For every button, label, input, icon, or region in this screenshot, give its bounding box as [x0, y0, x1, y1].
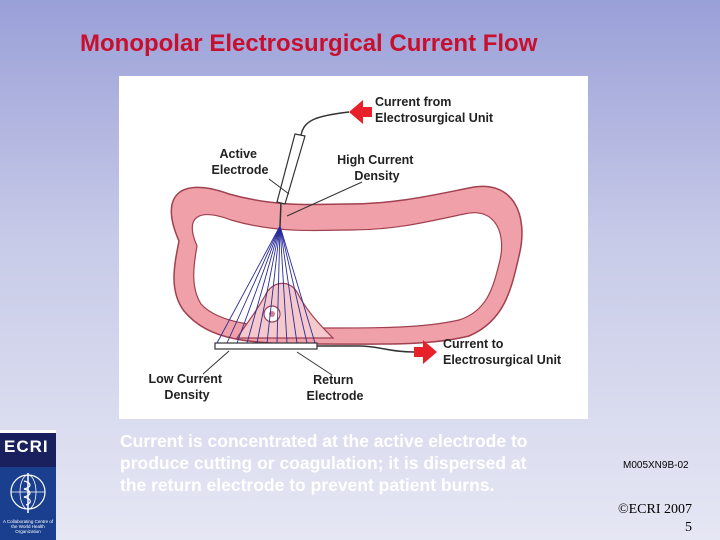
return-cable: [317, 345, 415, 353]
body-inner-cavity: [191, 212, 503, 329]
slide-title: Monopolar Electrosurgical Current Flow: [80, 30, 538, 57]
label-active-electrode: Active Electrode: [212, 147, 269, 177]
label-high-current-density: High Current Density: [337, 153, 417, 183]
caption-line: Current is concentrated at the active el…: [120, 431, 528, 451]
electrosurgery-diagram: Current from Electrosurgical Unit Active…: [119, 76, 588, 419]
arrow-current-to-icon: [414, 340, 437, 364]
caption-line: the return electrode to prevent patient …: [120, 475, 495, 495]
reference-code: M005XN9B-02: [623, 460, 689, 471]
arrow-current-from-icon: [349, 100, 372, 124]
ecri-logo-text: ECRI: [4, 437, 49, 456]
leader-active-electrode: [268, 178, 290, 195]
current-flow-lines: [216, 225, 316, 344]
return-electrode-pad: [214, 342, 318, 350]
active-electrode: [276, 133, 306, 227]
label-low-current-density: Low Current Density: [148, 372, 225, 402]
leader-return-electrode: [296, 351, 333, 376]
who-note: A Collaborating Centre of the World Heal…: [2, 519, 54, 534]
caption-line: produce cutting or coagulation; it is di…: [120, 453, 527, 473]
label-current-from: Current from Electrosurgical Unit: [375, 95, 494, 125]
diagram-svg: Current from Electrosurgical Unit Active…: [148, 95, 562, 403]
leader-low-density: [202, 350, 230, 375]
leader-high-density: [286, 181, 363, 217]
label-return-electrode: Return Electrode: [307, 373, 364, 403]
ecri-logo: ECRI: [0, 430, 56, 467]
who-emblem-icon: [10, 473, 46, 513]
active-cable: [300, 111, 350, 136]
copyright-notice: ©ECRI 2007: [617, 502, 692, 517]
slide-caption: Current is concentrated at the active el…: [120, 430, 595, 496]
label-current-to: Current to Electrosurgical Unit: [443, 337, 562, 367]
page-number: 5: [685, 520, 692, 535]
who-logo: A Collaborating Centre of the World Heal…: [0, 467, 56, 540]
